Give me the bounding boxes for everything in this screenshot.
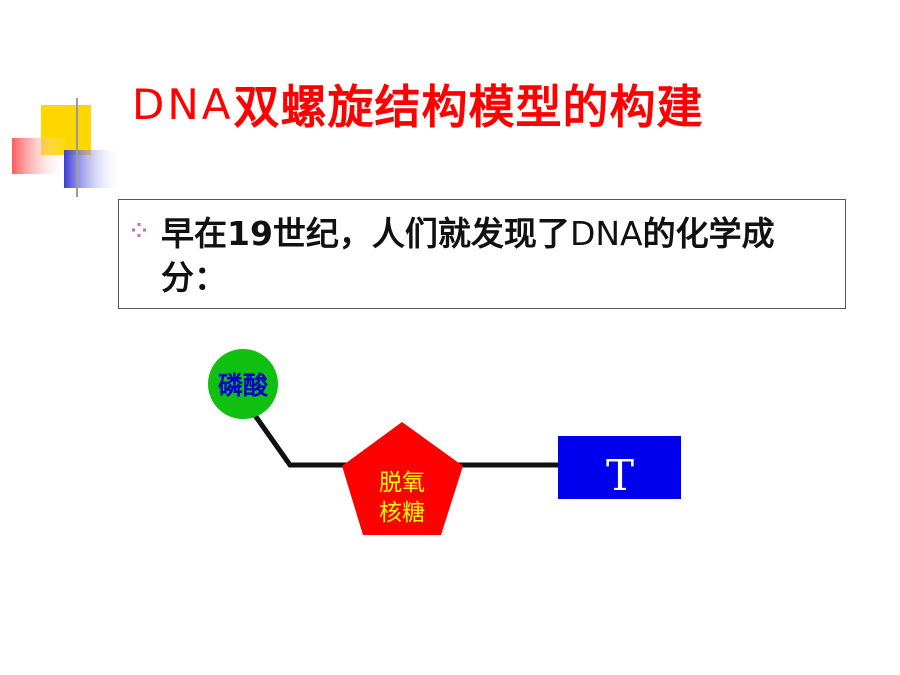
page-title: DNA双螺旋结构模型的构建 bbox=[132, 84, 704, 131]
box-text-latin: DNA bbox=[569, 214, 643, 253]
sugar-pentagon bbox=[342, 422, 463, 535]
sugar-label-line1: 脱氧 bbox=[379, 470, 425, 496]
base-label: T bbox=[606, 451, 634, 500]
diamond-bullet-icon bbox=[132, 223, 146, 237]
box-text-part2: 的化学成分： bbox=[161, 214, 775, 297]
text-box: 早在19世纪，人们就发现了DNA的化学成分： bbox=[118, 199, 846, 309]
sugar-label-line2: 核糖 bbox=[379, 500, 425, 526]
phosphate-circle bbox=[208, 349, 278, 419]
box-text-part1: 早在19世纪，人们就发现了 bbox=[161, 214, 570, 253]
base-rectangle bbox=[558, 436, 681, 499]
phosphate-sugar-bond bbox=[251, 412, 350, 468]
box-text: 早在19世纪，人们就发现了DNA的化学成分： bbox=[161, 212, 831, 300]
red-square bbox=[12, 138, 67, 174]
title-prefix: DNA bbox=[132, 80, 234, 129]
phosphate-label: 磷酸 bbox=[218, 371, 269, 400]
blue-square bbox=[64, 150, 122, 188]
corner-decoration bbox=[12, 98, 850, 197]
title-main: 双螺旋结构模型的构建 bbox=[233, 80, 704, 134]
